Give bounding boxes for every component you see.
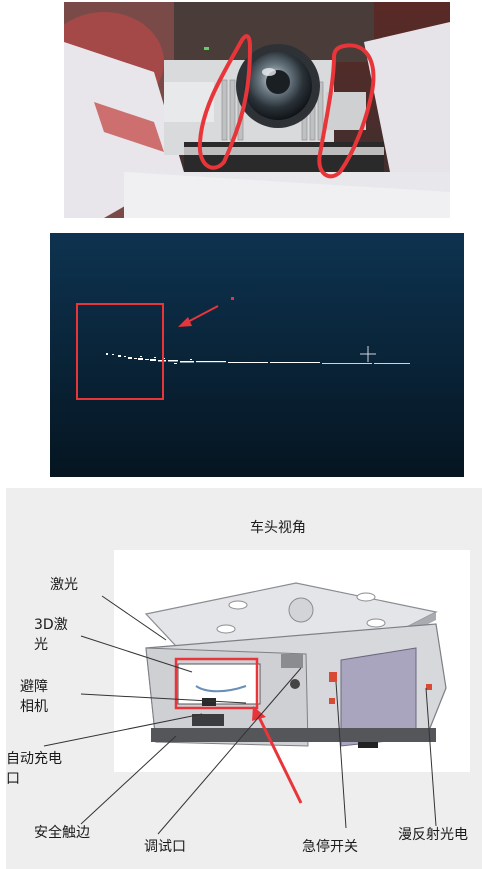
crosshair-marker bbox=[360, 346, 376, 362]
highlight-rect bbox=[174, 657, 259, 710]
label-3d-laser-line1: 3D激 bbox=[34, 617, 68, 633]
label-obstacle-camera-line2: 相机 bbox=[20, 699, 48, 715]
diagram-title: 车头视角 bbox=[250, 520, 306, 536]
camera-photo bbox=[64, 2, 450, 218]
front-sensor-window bbox=[177, 663, 261, 705]
point-cloud-view bbox=[50, 233, 464, 477]
label-safety-bumper: 安全触边 bbox=[34, 825, 90, 841]
robot-shell-right bbox=[364, 22, 450, 202]
highlight-arrow-diagram bbox=[256, 714, 303, 804]
safety-bumper bbox=[151, 728, 436, 742]
label-3d-laser-line2: 光 bbox=[34, 637, 48, 653]
label-estop: 急停开关 bbox=[302, 839, 358, 855]
estop-button bbox=[329, 672, 337, 682]
charging-port bbox=[192, 714, 224, 726]
label-auto-charge-line2: 口 bbox=[6, 771, 20, 787]
highlight-box bbox=[76, 303, 164, 400]
highlight-loop-left bbox=[197, 34, 253, 170]
highlight-loop-right bbox=[317, 43, 376, 179]
label-diffuse-sensor: 漫反射光电 bbox=[398, 827, 468, 843]
label-obstacle-camera-line1: 避障 bbox=[20, 679, 48, 695]
label-auto-charge-line1: 自动充电 bbox=[6, 751, 62, 767]
robot-front-diagram: 车头视角 激光 3D激 光 避障 相机 自动充电 口 安全触边 调试口 急停开关… bbox=[6, 488, 482, 869]
label-debug-port: 调试口 bbox=[144, 839, 186, 855]
leader-lines bbox=[43, 595, 437, 835]
label-laser: 激光 bbox=[50, 577, 78, 593]
